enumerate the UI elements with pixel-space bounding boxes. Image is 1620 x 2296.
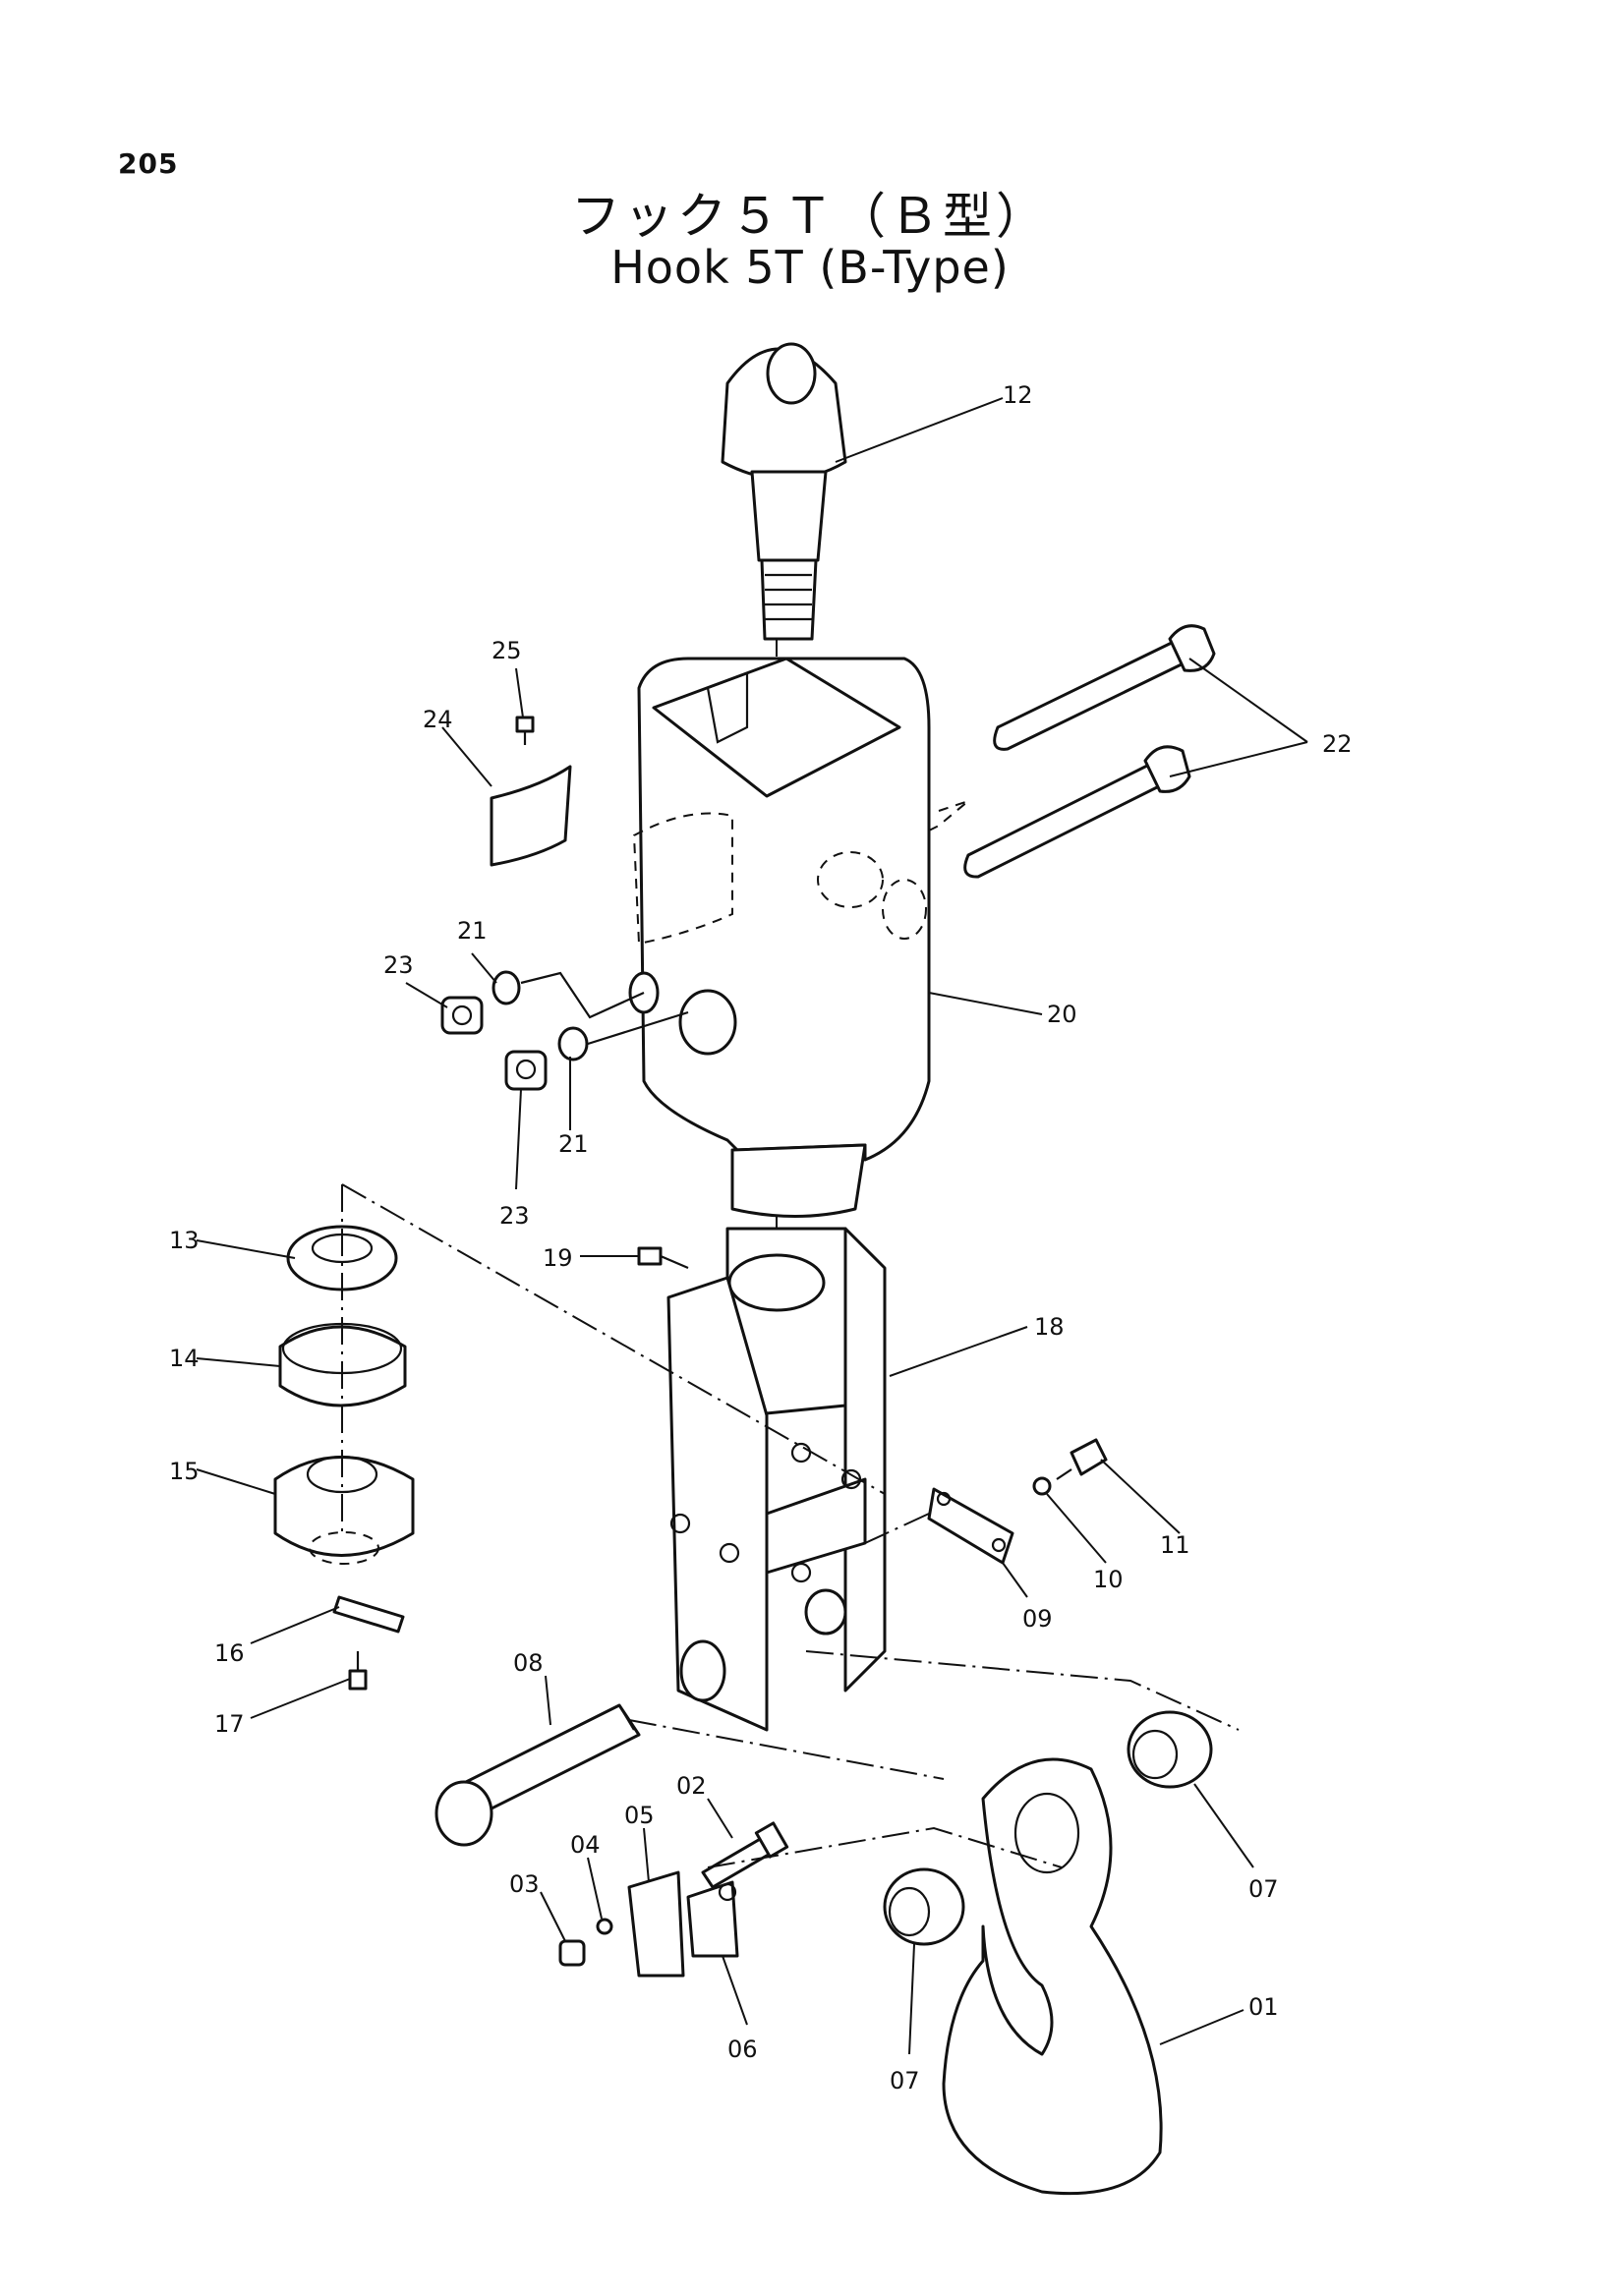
callout-23-lower: 23 xyxy=(499,1202,530,1230)
yoke-centerline xyxy=(341,1183,886,1495)
part-20-hook-body xyxy=(628,657,931,1218)
part-04-washer xyxy=(596,1918,613,1935)
part-11-bolt xyxy=(1056,1438,1108,1480)
callout-21-lower: 21 xyxy=(558,1130,589,1158)
part-07-bushing-left xyxy=(883,1867,965,1946)
part-25-screw xyxy=(515,716,535,745)
callout-15: 15 xyxy=(169,1458,200,1485)
part-18-yoke-frame xyxy=(666,1227,887,1732)
part-15-round-nut xyxy=(273,1455,415,1565)
callout-01: 01 xyxy=(1248,1993,1279,2021)
callout-11: 11 xyxy=(1160,1531,1190,1559)
part-02-bolt xyxy=(701,1821,789,1889)
callout-13: 13 xyxy=(169,1227,200,1254)
callout-06: 06 xyxy=(727,2036,758,2063)
callout-09: 09 xyxy=(1022,1605,1053,1633)
callout-02: 02 xyxy=(676,1772,707,1800)
part-05-lock-lever xyxy=(627,1870,685,1978)
part-08-pin xyxy=(434,1703,641,1847)
part-24-name-plate xyxy=(490,765,572,867)
callout-21-upper: 21 xyxy=(457,917,488,945)
part-19-grease-nipple xyxy=(637,1246,689,1270)
callout-10: 10 xyxy=(1093,1566,1124,1593)
part-17-bolt xyxy=(348,1651,368,1691)
callout-17: 17 xyxy=(214,1710,245,1738)
part-21-23-nut-washer-upper xyxy=(440,970,645,1035)
part-03-nut xyxy=(558,1939,586,1967)
callout-22: 22 xyxy=(1322,730,1353,758)
page-number: 205 xyxy=(118,147,179,180)
callout-20: 20 xyxy=(1047,1001,1077,1028)
callout-18: 18 xyxy=(1034,1313,1065,1341)
title-english: Hook 5T (B-Type) xyxy=(610,241,1010,294)
title-japanese: フック５Ｔ（Ｂ型） xyxy=(571,188,1049,245)
callout-07-left: 07 xyxy=(890,2067,920,2095)
callout-19: 19 xyxy=(543,1244,573,1272)
callout-12: 12 xyxy=(1003,381,1033,409)
part-21-23-nut-washer-lower xyxy=(504,1010,689,1091)
hook-bushing-centerline xyxy=(805,1650,1240,1731)
callout-14: 14 xyxy=(169,1345,200,1372)
retainer-centerline xyxy=(864,1513,930,1544)
leader-lines xyxy=(196,397,1308,2055)
callout-16: 16 xyxy=(214,1639,245,1667)
part-09-retainer-plate xyxy=(927,1487,1014,1565)
callout-08: 08 xyxy=(513,1649,544,1677)
part-07-bushing-right xyxy=(1127,1710,1213,1789)
callout-05: 05 xyxy=(624,1802,655,1829)
callout-24: 24 xyxy=(423,706,453,733)
part-06-spring xyxy=(686,1880,739,1958)
callout-23-upper: 23 xyxy=(383,951,414,979)
hook-pin-centerline xyxy=(707,1826,1063,1868)
callout-25: 25 xyxy=(492,637,522,664)
callout-07-right: 07 xyxy=(1248,1875,1279,1903)
callout-03: 03 xyxy=(509,1870,540,1898)
part-13-thrust-bearing xyxy=(286,1225,398,1292)
part-22-long-bolts xyxy=(928,624,1216,879)
part-10-washer xyxy=(1032,1476,1052,1496)
part-01-hook xyxy=(942,1757,1163,2196)
pin-centerline xyxy=(628,1719,945,1780)
callout-04: 04 xyxy=(570,1831,601,1859)
part-12-eye-bolt xyxy=(721,342,847,641)
part-16-lock-plate xyxy=(332,1595,405,1634)
